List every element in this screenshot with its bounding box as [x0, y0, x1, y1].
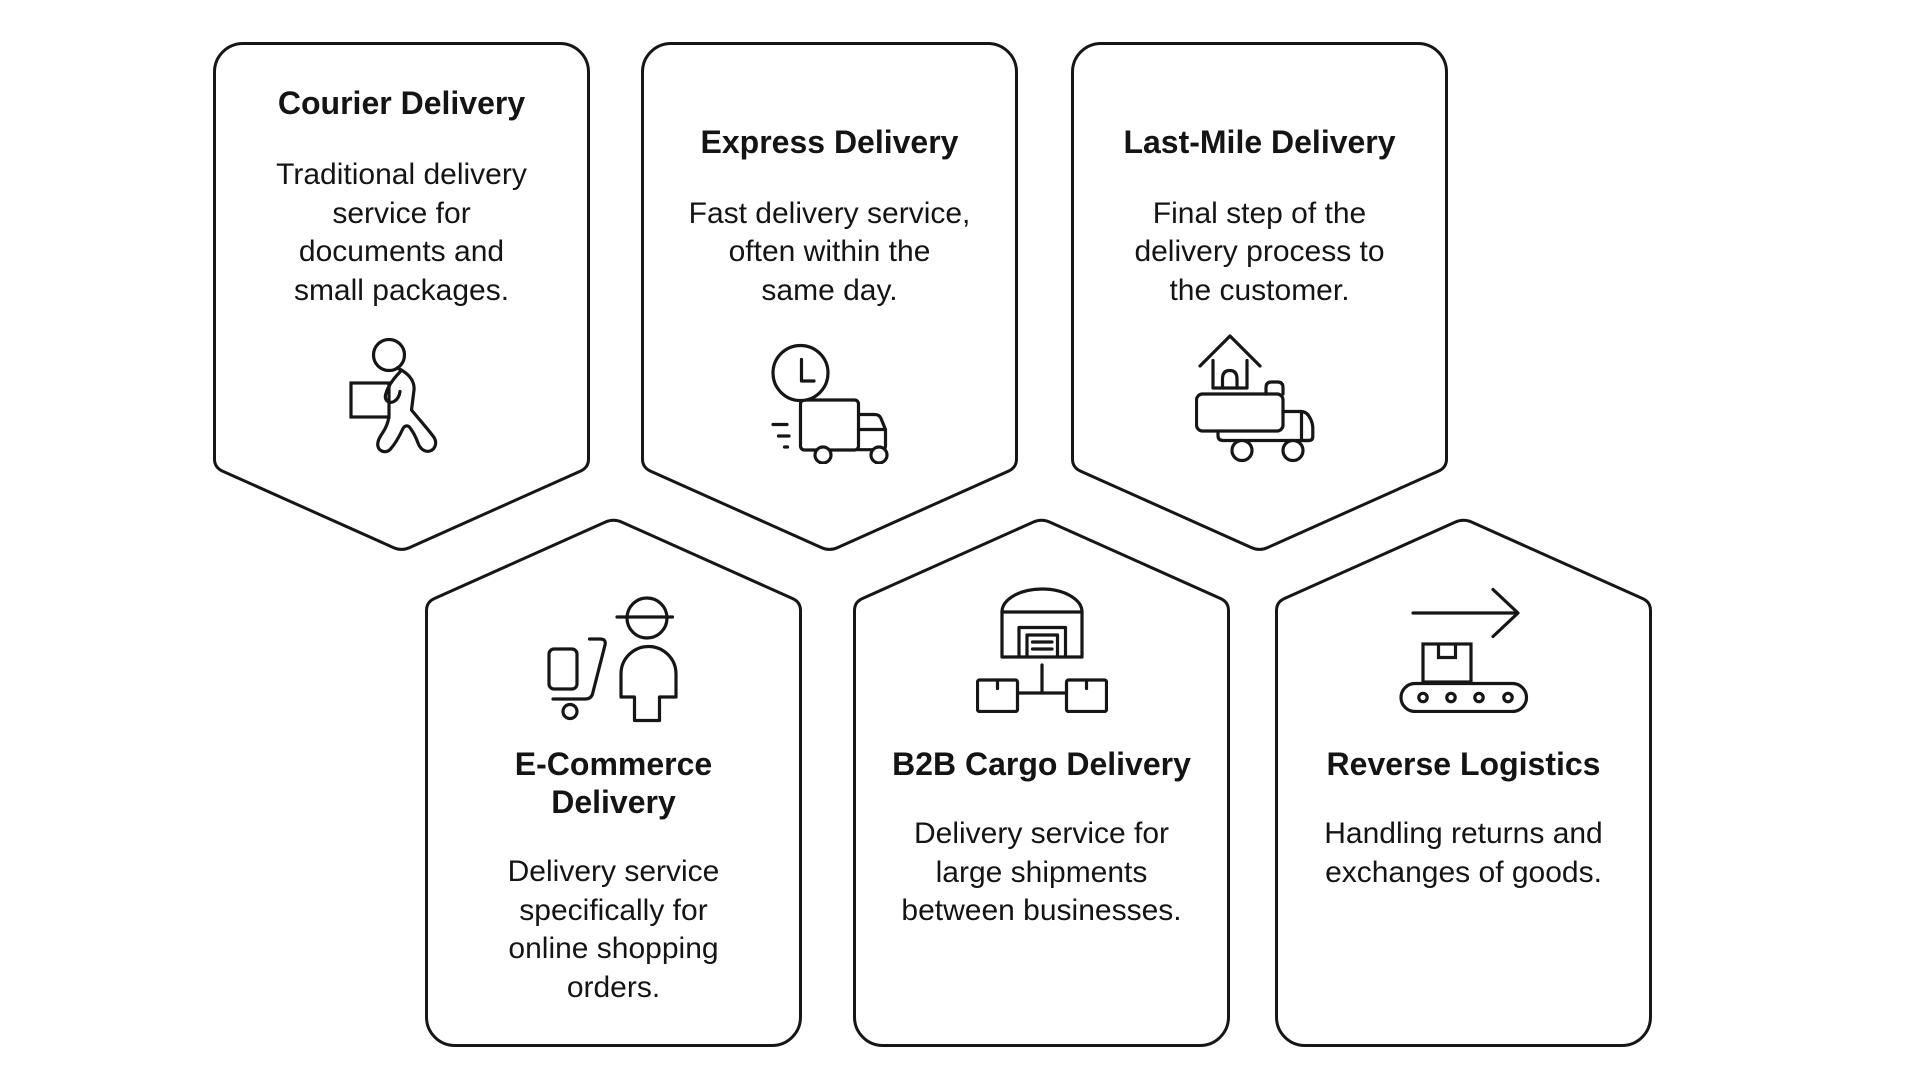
card-icon-slot — [213, 338, 590, 464]
card-shape-point-down — [1071, 42, 1448, 551]
card-shape-point-down — [641, 42, 1018, 551]
truck-with-clock-icon — [770, 343, 889, 464]
card-icon-slot — [1275, 587, 1652, 713]
card-shape-point-up — [1275, 518, 1652, 1047]
courier-carrying-box-icon — [348, 338, 437, 454]
card-title: B2B Cargo Delivery — [892, 746, 1191, 782]
card-title: Express Delivery — [700, 123, 959, 160]
card-express-delivery: Express Delivery Fast delivery service,o… — [641, 42, 1018, 553]
card-icon-slot — [1071, 334, 1448, 464]
card-icon-slot — [641, 336, 1018, 464]
card-shape-point-up — [853, 518, 1230, 1047]
card-title: Courier Delivery — [277, 85, 526, 121]
card-textblock: Express Delivery Fast delivery service,o… — [659, 123, 1000, 311]
courier-with-handtruck-icon — [546, 596, 678, 723]
warehouse-distribution-icon — [975, 587, 1108, 713]
truck-with-house-icon — [1194, 334, 1314, 463]
conveyor-belt-return-icon — [1398, 587, 1528, 713]
card-shape-point-down — [213, 42, 590, 551]
card-shape-point-up — [425, 518, 802, 1047]
card-icon-slot — [853, 587, 1230, 713]
card-title: Last-Mile Delivery — [1123, 123, 1396, 160]
card-icon-slot — [425, 587, 802, 723]
card-title: Reverse Logistics — [1326, 746, 1601, 782]
